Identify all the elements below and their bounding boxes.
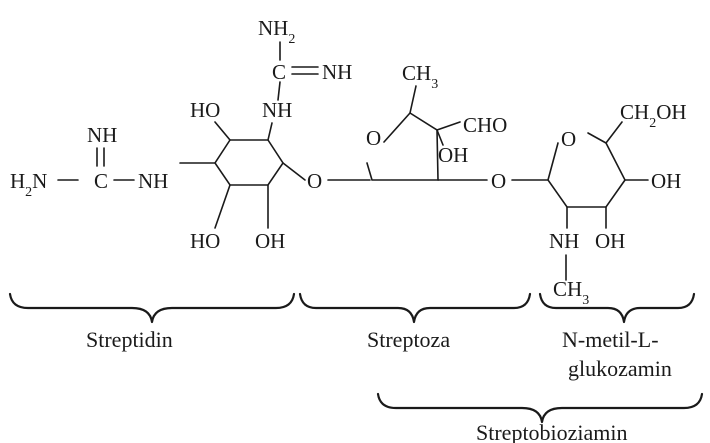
- bond-ring-to-cho: [436, 121, 461, 131]
- brace-streptidin: [8, 292, 296, 324]
- bond-ring-to-ch2oh: [605, 121, 623, 144]
- atom-ho-upper: HO: [190, 98, 220, 122]
- atom-oh-bottom-glucosamine: OH: [595, 229, 625, 253]
- streptidin-unit: NH2 C NH NH NH H2N C NH HO HO OH: [10, 16, 352, 253]
- bond-ring-to-oh: [436, 129, 444, 146]
- label-streptoza: Streptoza: [367, 327, 450, 352]
- streptoza-unit: O CH3 CHO OH: [366, 61, 507, 181]
- atom-cho-streptoza: CHO: [463, 113, 507, 137]
- bond-ring-to-ch3: [409, 85, 417, 114]
- atom-nh2-top: NH2: [258, 16, 295, 47]
- label-streptobioziamin: Streptobioziamin: [476, 420, 628, 443]
- atom-ch3-streptoza: CH3: [402, 61, 438, 92]
- label-glucosamine-line1: N-metil-L-: [562, 327, 659, 352]
- label-glucosamine-line2: glukozamin: [568, 356, 672, 381]
- atom-o-link-1: O: [307, 169, 322, 193]
- brace-glucosamine: [538, 292, 696, 324]
- atom-oh-right-glucosamine: OH: [651, 169, 681, 193]
- atom-ho-lower-left: HO: [190, 229, 220, 253]
- bond-ring-to-ho-upper: [214, 121, 231, 141]
- bond-nh-to-c-top: [277, 81, 281, 101]
- bond-ring-to-ho-lower-left: [214, 184, 231, 229]
- atom-h2n-left: H2N: [10, 169, 47, 200]
- atom-o-link-2: O: [491, 169, 506, 193]
- atom-ring-o-streptoza: O: [366, 126, 381, 150]
- atom-ch3-glucosamine: CH3: [553, 277, 589, 308]
- bond-ring-to-o-link-1: [282, 162, 306, 181]
- atom-oh-lower-right: OH: [255, 229, 285, 253]
- atom-ring-o-glucosamine: O: [561, 127, 576, 151]
- streptoza-ring: [366, 111, 439, 181]
- atom-ch2oh-glucosamine: CH2OH: [620, 100, 687, 131]
- brace-streptoza: [298, 292, 532, 324]
- atom-nh-left-imine: NH: [87, 123, 117, 147]
- bond-ring-to-nh-top: [267, 122, 273, 141]
- label-streptidin: Streptidin: [86, 327, 173, 352]
- atom-nh-left-link: NH: [138, 169, 168, 193]
- glucosamine-ring: [547, 132, 626, 208]
- atom-c-left: C: [94, 169, 108, 193]
- atom-nh-top-link: NH: [262, 98, 292, 122]
- atom-nh-glucosamine: NH: [549, 229, 579, 253]
- brace-streptobioziamin: [376, 392, 704, 424]
- streptidin-ring: [214, 139, 284, 186]
- atom-c-top: C: [272, 60, 286, 84]
- glucosamine-unit: O CH2OH OH OH NH CH3: [547, 100, 687, 308]
- atom-oh-streptoza: OH: [438, 143, 468, 167]
- atom-nh-top-imine: NH: [322, 60, 352, 84]
